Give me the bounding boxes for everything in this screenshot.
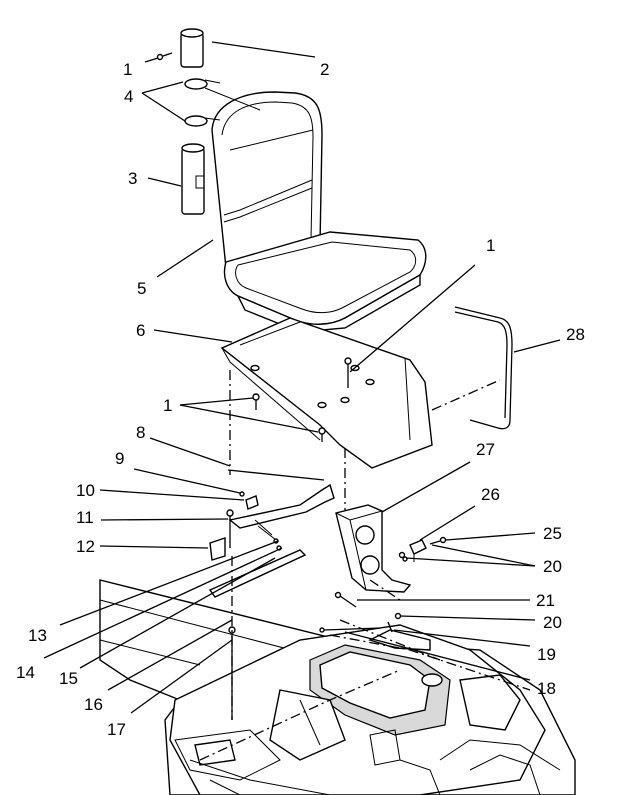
- callout-10: 10: [76, 481, 95, 500]
- callout-27-bracket: 27: [476, 440, 495, 459]
- callout-13: 13: [28, 626, 47, 645]
- callout-2-knob: 2: [320, 60, 329, 79]
- callout-4-clamp: 4: [124, 87, 133, 106]
- seat-knob-assembly: [156, 28, 261, 215]
- callout-14: 14: [16, 663, 35, 682]
- leader-lines: [43, 41, 561, 714]
- callout-labels: 1 2 4 3 5 1 6 28 1 8 9 27 10 26 11 25 12…: [16, 60, 585, 739]
- callout-15: 15: [59, 669, 78, 688]
- seat-bracket: [335, 504, 412, 593]
- callout-20-upper: 20: [543, 557, 562, 576]
- seat-plate: [220, 317, 433, 469]
- seat-rod: [227, 469, 325, 481]
- callout-3-tube: 3: [128, 169, 137, 188]
- callout-20-lower: 20: [543, 613, 562, 632]
- seat-wire-rod: [454, 306, 513, 430]
- callout-17: 17: [107, 720, 126, 739]
- callout-8-rod: 8: [136, 423, 145, 442]
- callout-21: 21: [536, 591, 555, 610]
- callout-19: 19: [537, 645, 556, 664]
- mount-bolts: [252, 357, 352, 442]
- callout-12: 12: [76, 537, 95, 556]
- callout-1-bolt-right: 1: [486, 236, 495, 255]
- seat: [211, 91, 427, 333]
- callout-28-wire: 28: [566, 325, 585, 344]
- callout-18: 18: [537, 679, 556, 698]
- callout-26: 26: [481, 485, 500, 504]
- callout-25: 25: [543, 524, 562, 543]
- callout-1-bolt-left: 1: [163, 396, 172, 415]
- mower-chassis: [99, 579, 576, 795]
- callout-6-seat-plate: 6: [136, 321, 145, 340]
- callout-5-seat: 5: [137, 279, 146, 298]
- callout-1-screw: 1: [123, 60, 132, 79]
- callout-11: 11: [76, 508, 94, 527]
- callout-9-rail: 9: [115, 449, 124, 468]
- callout-16: 16: [84, 695, 103, 714]
- alignment-centerlines: [199, 370, 531, 761]
